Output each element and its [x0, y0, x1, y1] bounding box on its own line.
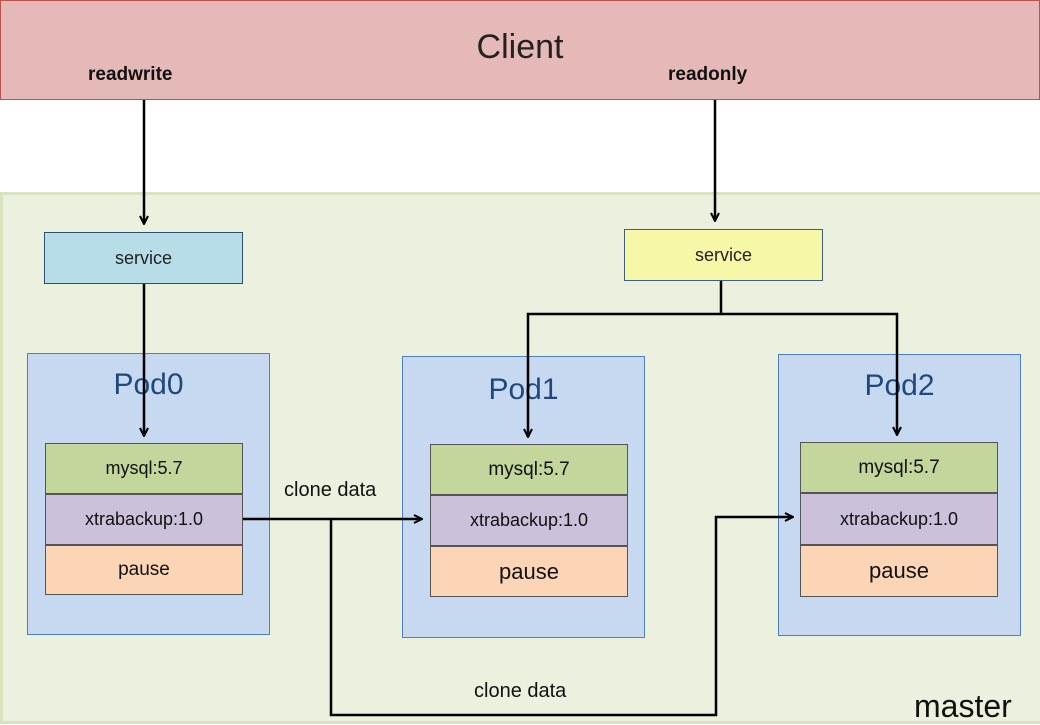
- arrow-service-to-pod2: [721, 312, 897, 435]
- master-label: master: [914, 688, 1012, 724]
- pod2-xtrabackup-container: xtrabackup:1.0: [800, 493, 998, 545]
- arrow-service-to-pod1: [528, 312, 721, 437]
- pod1-title: Pod1: [488, 373, 559, 406]
- pod0-mysql-container: mysql:5.7: [45, 443, 243, 494]
- service-readwrite: service: [44, 232, 243, 284]
- service-readonly: service: [624, 229, 823, 281]
- pod0-xtrabackup-container: xtrabackup:1.0: [45, 494, 243, 545]
- pod2-mysql-container: mysql:5.7: [800, 442, 998, 493]
- client-title: Client: [476, 28, 564, 66]
- readonly-label: readonly: [668, 64, 748, 85]
- pod2-title: Pod2: [864, 369, 935, 402]
- readwrite-label: readwrite: [88, 64, 173, 85]
- clone-data-label-bottom: clone data: [474, 680, 567, 702]
- client-bar: [0, 0, 1040, 100]
- arrow-clone-pod0-to-pod2: [329, 517, 793, 717]
- pod1-pause-container: pause: [430, 546, 628, 597]
- pod1-xtrabackup-container: xtrabackup:1.0: [430, 495, 628, 546]
- clone-data-label-top: clone data: [284, 479, 377, 501]
- pod1-mysql-container: mysql:5.7: [430, 444, 628, 495]
- pod2-pause-container: pause: [800, 545, 998, 597]
- pod0-title: Pod0: [113, 368, 184, 401]
- pod0-pause-container: pause: [45, 545, 243, 595]
